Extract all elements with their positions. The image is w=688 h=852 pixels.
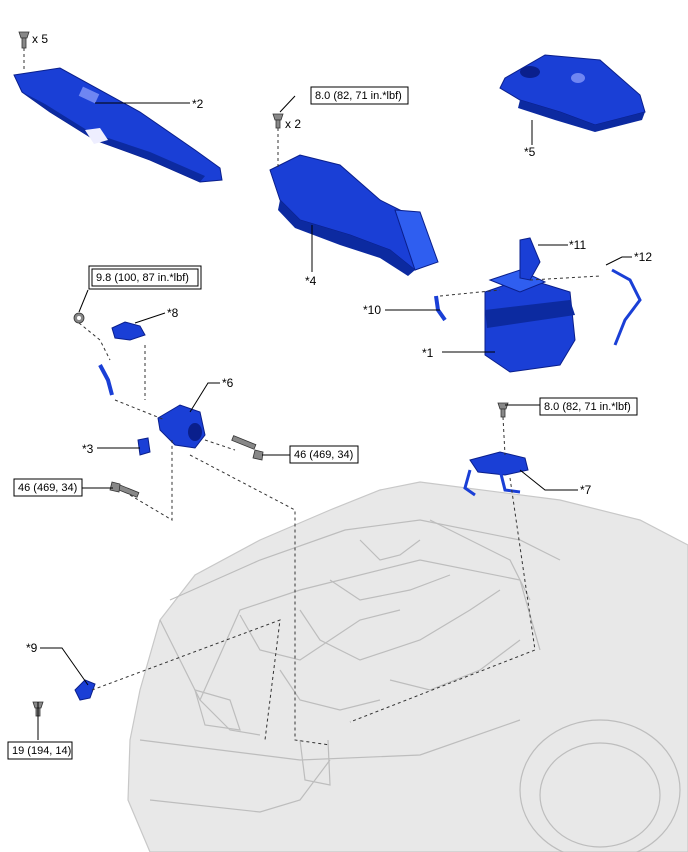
svg-text:8.0 (82, 71 in.*lbf): 8.0 (82, 71 in.*lbf) — [544, 401, 631, 413]
leader-lines — [37, 95, 632, 740]
label-part-11: *11 — [569, 238, 586, 252]
label-part-12: *12 — [634, 250, 652, 264]
torque-box-bolt-46-right: 46 (469, 34) — [289, 445, 359, 464]
part-bracket-small — [137, 437, 151, 456]
label-part-7: *7 — [580, 483, 592, 497]
torque-box-nut: 9.8 (100, 87 in.*lbf) — [88, 265, 202, 290]
part-air-inlet-duct — [269, 154, 439, 276]
torque-box-bolt-19: 19 (194, 14) — [7, 741, 73, 760]
part-labels: x 5 *2 x 2 *5 *4 *11 *12 *10 *1 *8 *6 *3… — [26, 32, 652, 655]
label-part-2: *2 — [192, 97, 204, 111]
svg-text:46 (469, 34): 46 (469, 34) — [294, 449, 353, 461]
assembly-lines — [23, 48, 601, 746]
label-part-10: *10 — [363, 303, 381, 317]
label-part-6: *6 — [222, 376, 234, 390]
label-part-3: *3 — [82, 442, 94, 456]
svg-text:46 (469, 34): 46 (469, 34) — [18, 482, 77, 494]
fastener-bolt-46-right — [231, 435, 264, 461]
bolt-quantity: x 2 — [285, 117, 301, 131]
svg-text:8.0 (82, 71 in.*lbf): 8.0 (82, 71 in.*lbf) — [315, 90, 402, 102]
fastener-bolt-46-left — [109, 481, 140, 498]
label-part-4: *4 — [305, 274, 317, 288]
clip-quantity: x 5 — [32, 32, 48, 46]
torque-box-cover-bolt: 8.0 (82, 71 in.*lbf) — [310, 86, 409, 105]
part-actuator — [157, 404, 206, 449]
label-part-1: *1 — [422, 346, 434, 360]
label-part-8: *8 — [167, 306, 179, 320]
fastener-nut — [73, 312, 85, 324]
part-sensor-connector — [98, 321, 146, 396]
part-harness-bracket — [463, 451, 529, 497]
fastener-clip — [18, 31, 30, 49]
part-cowl-cover — [13, 67, 223, 183]
svg-text:9.8 (100, 87 in.*lbf): 9.8 (100, 87 in.*lbf) — [96, 272, 189, 284]
svg-text:19 (194, 14): 19 (194, 14) — [12, 745, 71, 757]
vehicle-illustration — [127, 481, 688, 852]
torque-box-bolt-46-left: 46 (469, 34) — [13, 478, 83, 497]
part-lock-bracket — [74, 679, 96, 701]
torque-box-bracket-bolt: 8.0 (82, 71 in.*lbf) — [539, 397, 638, 416]
fastener-bolt-cover — [272, 113, 284, 129]
part-engine-cover — [499, 54, 646, 132]
label-part-9: *9 — [26, 641, 38, 655]
label-part-5: *5 — [524, 145, 536, 159]
